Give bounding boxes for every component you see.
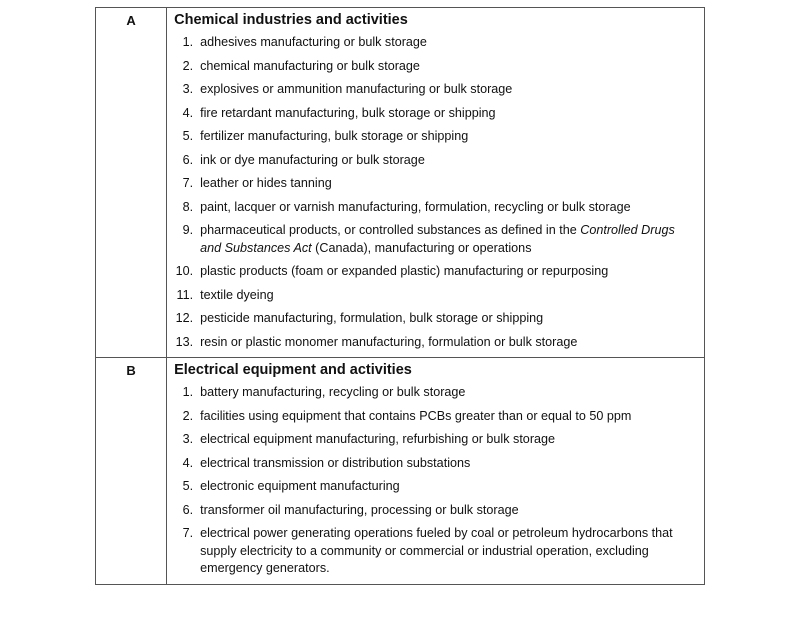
item-text: transformer oil manufacturing, processin…: [200, 502, 519, 517]
section-title: Chemical industries and activities: [174, 12, 408, 28]
item-list: 1. adhesives manufacturing or bulk storag…: [167, 29, 704, 357]
item-number: 6.: [182, 502, 194, 517]
act-title: Controlled Drugs and Substances Act: [200, 223, 675, 255]
item-number: 10.: [175, 264, 194, 278]
item-text-part: pharmaceutical products, or controlled s…: [200, 223, 581, 237]
item-text: textile dyeing: [200, 287, 274, 302]
item-text: pharmaceutical products, or controlled s…: [200, 222, 704, 257]
section-letter-cell: A: [94, 7, 168, 358]
list-item: 3. explosives or ammunition manufacturing…: [167, 81, 704, 99]
item-text: chemical manufacturing or bulk storage: [200, 58, 420, 73]
item-number: 4.: [182, 105, 194, 120]
item-number: 11.: [176, 287, 194, 302]
item-number: 2.: [182, 58, 194, 73]
list-item: 3. electrical equipment manufacturing, re…: [167, 431, 704, 449]
list-item: 7. electrical power generating operations…: [167, 525, 704, 578]
item-text: ink or dye manufacturing or bulk storage: [200, 152, 425, 167]
item-number: 9.: [182, 223, 194, 237]
item-number: 5.: [182, 129, 194, 143]
item-number: 12.: [175, 311, 194, 325]
item-text: electrical equipment manufacturing, refu…: [200, 432, 556, 446]
list-item: 11. textile dyeing: [167, 287, 704, 305]
item-number: 1.: [182, 35, 194, 49]
item-text: electronic equipment manufacturing: [200, 479, 400, 493]
list-item: 1. adhesives manufacturing or bulk storag…: [167, 34, 704, 52]
item-text: electrical transmission or distribution …: [200, 455, 471, 470]
list-item: 5. electronic equipment manufacturing: [167, 478, 704, 496]
item-list: 1. battery manufacturing, recycling or bu…: [167, 379, 704, 584]
schedule-table: A Chemical industries and activities 1. a…: [94, 7, 705, 585]
section-title: Electrical equipment and activities: [174, 362, 412, 378]
list-item: 10. plastic products (foam or expanded pl…: [167, 263, 704, 281]
item-text: paint, lacquer or varnish manufacturing,…: [200, 199, 631, 214]
item-text: fertilizer manufacturing, bulk storage o…: [200, 129, 469, 143]
list-item: 6. ink or dye manufacturing or bulk stora…: [167, 152, 704, 170]
item-text: battery manufacturing, recycling or bulk…: [200, 385, 466, 399]
item-text-part: (Canada), manufacturing or operations: [311, 240, 532, 255]
item-number: 6.: [182, 152, 194, 167]
item-text: facilities using equipment that contains…: [200, 408, 632, 423]
item-text: electrical power generating operations f…: [200, 526, 673, 575]
list-item: 9. pharmaceutical products, or controlled…: [167, 222, 704, 257]
item-text: plastic products (foam or expanded plast…: [200, 264, 609, 278]
section-content-cell: Chemical industries and activities 1. adh…: [166, 7, 705, 358]
section-letter: A: [126, 13, 136, 28]
item-text: explosives or ammunition manufacturing o…: [200, 82, 513, 96]
item-number: 2.: [182, 408, 194, 423]
section-row-b: B Electrical equipment and activities 1.…: [94, 357, 705, 585]
item-number: 13.: [175, 334, 194, 349]
list-item: 2. facilities using equipment that contai…: [167, 408, 704, 426]
section-row-a: A Chemical industries and activities 1. a…: [94, 7, 705, 358]
item-number: 7.: [182, 176, 194, 190]
item-number: 5.: [182, 479, 194, 493]
section-content-cell: Electrical equipment and activities 1. ba…: [166, 357, 705, 585]
item-number: 8.: [182, 199, 194, 214]
list-item: 12. pesticide manufacturing, formulation,…: [167, 310, 704, 328]
list-item: 13. resin or plastic monomer manufacturin…: [167, 334, 704, 352]
list-item: 4. fire retardant manufacturing, bulk sto…: [167, 105, 704, 123]
list-item: 8. paint, lacquer or varnish manufacturin…: [167, 199, 704, 217]
item-text: pesticide manufacturing, formulation, bu…: [200, 311, 544, 325]
section-letter: B: [126, 363, 136, 378]
item-number: 3.: [182, 432, 194, 446]
list-item: 4. electrical transmission or distributio…: [167, 455, 704, 473]
list-item: 1. battery manufacturing, recycling or bu…: [167, 384, 704, 402]
list-item: 7. leather or hides tanning: [167, 175, 704, 193]
list-item: 5. fertilizer manufacturing, bulk storage…: [167, 128, 704, 146]
item-text: resin or plastic monomer manufacturing, …: [200, 334, 578, 349]
list-item: 2. chemical manufacturing or bulk storage: [167, 58, 704, 76]
item-text: adhesives manufacturing or bulk storage: [200, 35, 427, 49]
item-number: 4.: [182, 455, 194, 470]
list-item: 6. transformer oil manufacturing, process…: [167, 502, 704, 520]
item-number: 3.: [182, 82, 194, 96]
item-text: fire retardant manufacturing, bulk stora…: [200, 105, 496, 120]
item-number: 1.: [182, 385, 194, 399]
section-letter-cell: B: [94, 357, 168, 585]
item-number: 7.: [182, 526, 194, 540]
item-text: leather or hides tanning: [200, 176, 332, 190]
